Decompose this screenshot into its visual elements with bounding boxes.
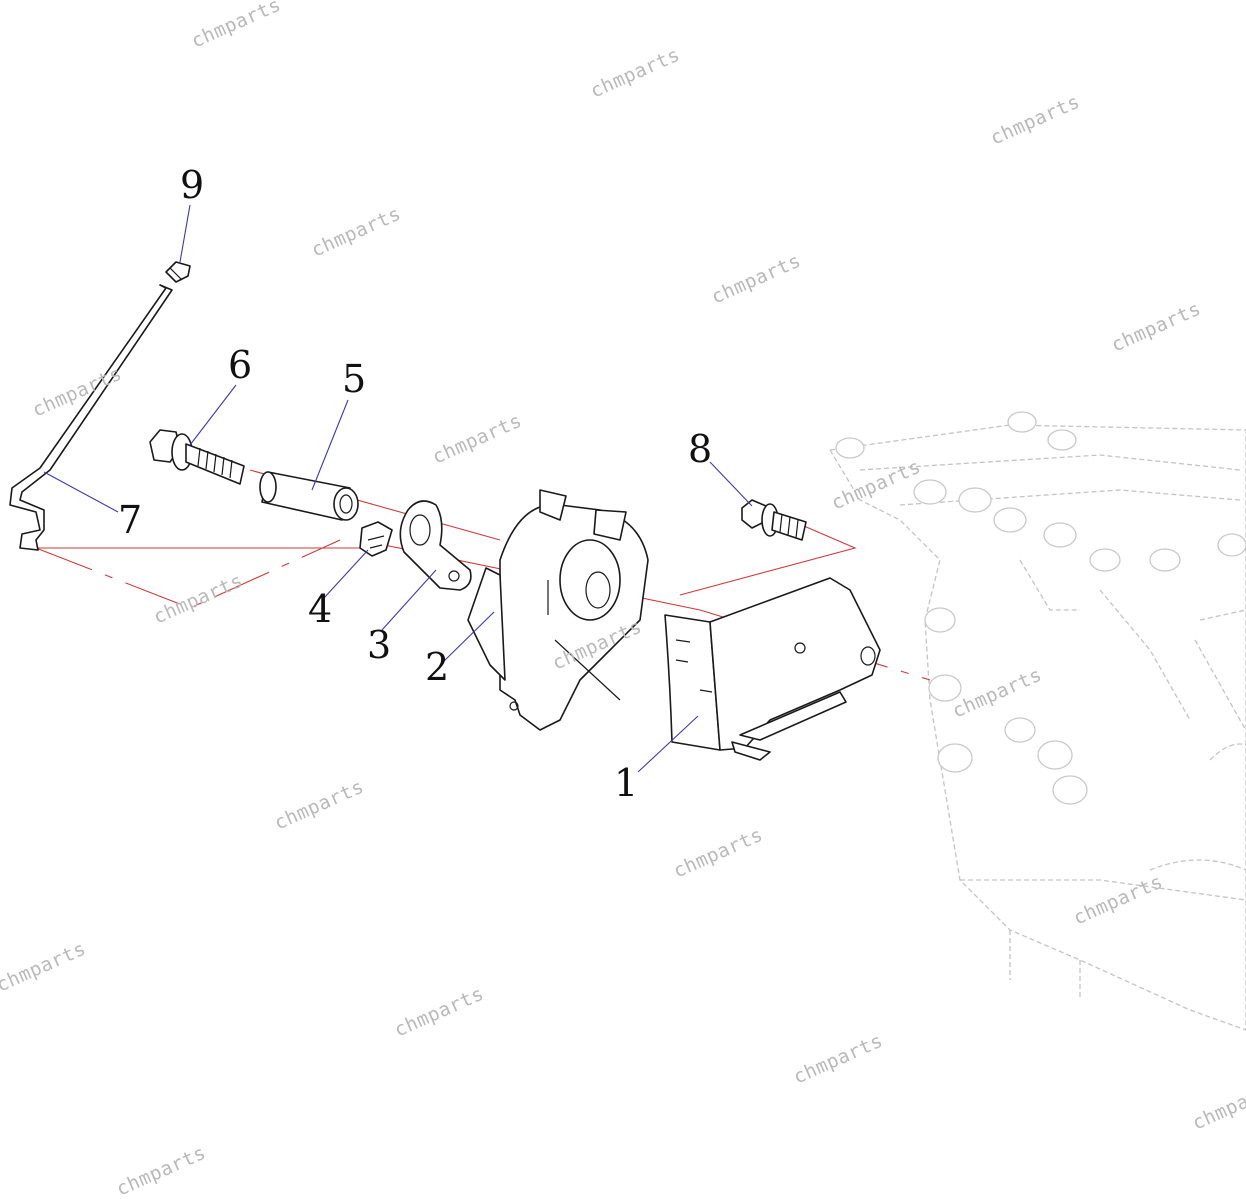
leader-9 <box>179 204 191 263</box>
watermark: chmparts <box>708 250 804 309</box>
watermark: chmparts <box>113 1142 209 1199</box>
leader-1 <box>637 715 699 773</box>
watermark: chmparts <box>1189 1076 1246 1135</box>
callout-8: 8 <box>688 427 712 471</box>
part-6-flange-bolt <box>149 429 245 485</box>
leader-7 <box>43 471 119 513</box>
callout-2: 2 <box>425 645 449 689</box>
part-9-pin <box>165 261 191 283</box>
leader-2 <box>439 611 495 666</box>
watermark: chmparts <box>587 44 683 103</box>
part-4-clip <box>359 521 393 557</box>
watermark: chmparts <box>670 824 766 883</box>
callout-5: 5 <box>342 357 366 401</box>
leader-4 <box>323 549 369 599</box>
watermark: chmparts <box>29 363 125 422</box>
part-2-cam-housing <box>467 489 649 731</box>
leader-3 <box>381 569 437 631</box>
part-3-lever-arm <box>399 500 472 591</box>
part-7-linkage-rod <box>9 284 173 551</box>
callout-4: 4 <box>308 587 332 631</box>
watermark: chmparts <box>0 938 89 997</box>
callout-1: 1 <box>614 761 638 805</box>
callout-3: 3 <box>367 623 391 667</box>
part-1-bracket <box>664 577 881 761</box>
watermark: chmparts <box>308 203 404 262</box>
engine-block-ghost <box>828 411 1246 1031</box>
callout-6: 6 <box>228 343 252 387</box>
watermark: chmparts <box>949 664 1045 723</box>
leader-6 <box>189 384 237 446</box>
part-8-bolt <box>741 499 807 541</box>
watermark: chmparts <box>429 410 525 469</box>
watermark: chmparts <box>188 0 284 53</box>
leader-8 <box>709 461 753 507</box>
leader-lines <box>43 204 753 773</box>
watermark: chmparts <box>987 91 1083 150</box>
watermark: chmparts <box>150 570 246 629</box>
callout-9: 9 <box>180 163 204 207</box>
part-5-spacer <box>259 471 359 521</box>
watermark: chmparts <box>391 983 487 1042</box>
watermark: chmparts <box>1108 298 1204 357</box>
callout-7: 7 <box>118 498 142 542</box>
watermark: chmparts <box>271 776 367 835</box>
watermark: chmparts <box>828 456 924 515</box>
leader-5 <box>311 399 349 491</box>
callout-labels: 9 6 5 7 8 4 3 2 1 <box>118 163 712 805</box>
watermark: chmparts <box>790 1030 886 1089</box>
